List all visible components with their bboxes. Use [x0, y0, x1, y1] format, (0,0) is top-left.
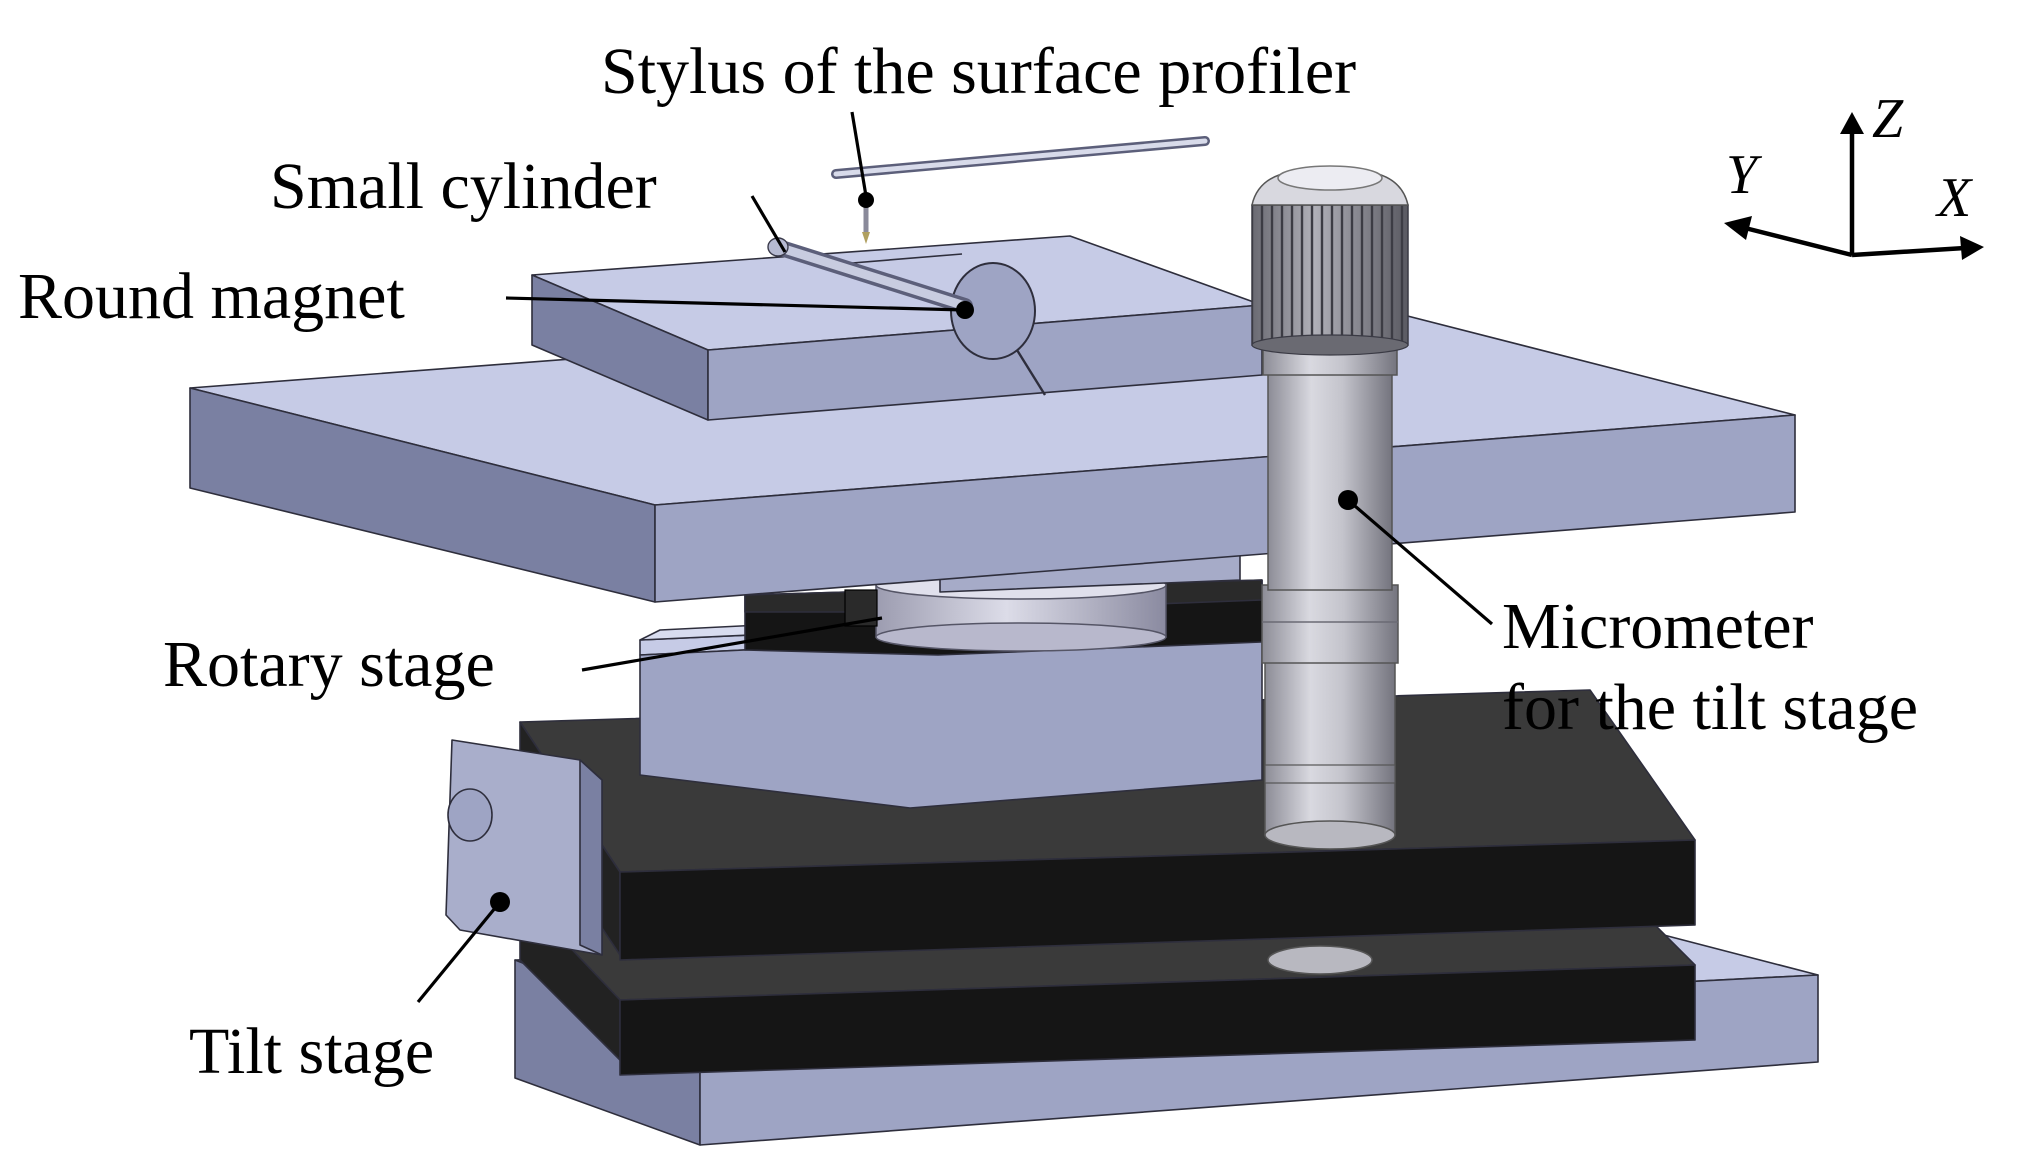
- small-cylinder-leader: [750, 195, 787, 253]
- micrometer-leader: [1346, 498, 1494, 626]
- round-magnet-label: Round magnet: [18, 260, 405, 333]
- tilt-stage-assembly: [445, 689, 1819, 1146]
- micrometer: [1251, 165, 1409, 850]
- round-magnet-leader: [505, 296, 966, 312]
- x-axis-line: [1851, 245, 1966, 258]
- rotary-stage-assembly: [639, 545, 1263, 809]
- round-magnet-leader-dot: [956, 301, 974, 319]
- small-cylinder-label: Small cylinder: [270, 150, 657, 223]
- micrometer-leader-dot: [1338, 490, 1358, 510]
- tilt-stage-leader-dot: [490, 892, 510, 912]
- labels: Stylus of the surface profiler Small cyl…: [18, 35, 1918, 1088]
- tilt-stage-leader: [416, 900, 502, 1004]
- x-axis-arrow: [1960, 236, 1984, 260]
- stylus-leader: [850, 111, 868, 197]
- z-axis-arrow: [1840, 112, 1864, 134]
- round-magnet: [950, 262, 1047, 396]
- stylus-label: Stylus of the surface profiler: [601, 35, 1356, 108]
- y-axis-arrow: [1724, 216, 1752, 240]
- upper-sample-plate: [531, 235, 1263, 421]
- x-axis-label: X: [1935, 167, 1974, 229]
- y-axis-label: Y: [1726, 144, 1763, 206]
- small-cylinder: [767, 237, 973, 314]
- coordinate-axes: Z Y X: [1724, 88, 1984, 260]
- leader-lines: [416, 111, 1494, 1004]
- z-axis-label: Z: [1872, 88, 1904, 150]
- stylus-leader-dot: [858, 192, 874, 208]
- tilt-stage-label: Tilt stage: [189, 1015, 434, 1088]
- micrometer-label-line1: Micrometer: [1502, 590, 1814, 663]
- bracket-screw: [447, 788, 493, 842]
- rotary-stage-label: Rotary stage: [163, 628, 495, 701]
- stylus: [831, 136, 1210, 244]
- rotary-stage-leader: [581, 616, 883, 672]
- tilt-pivot-post: [1267, 945, 1373, 975]
- tilt-side-bracket: [445, 739, 603, 956]
- y-axis-line: [1744, 225, 1853, 258]
- micrometer-label-line2: for the tilt stage: [1502, 671, 1918, 744]
